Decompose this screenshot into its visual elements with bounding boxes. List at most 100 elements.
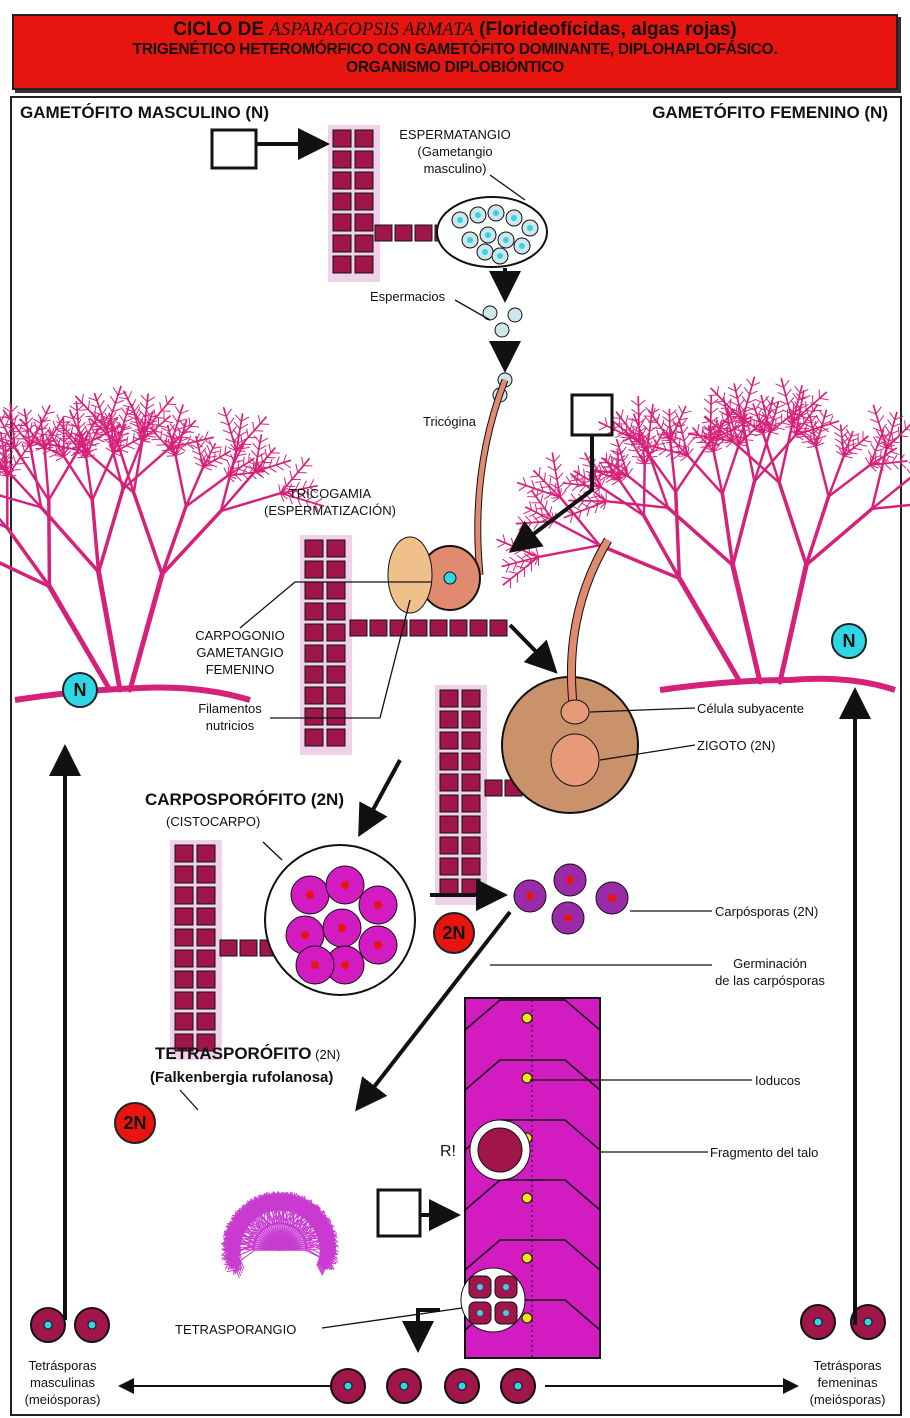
alga-pinnule [708, 394, 718, 397]
alga-pinnule [547, 466, 556, 472]
alga-pinnule [904, 420, 907, 430]
alga-pinnule [238, 431, 247, 437]
alga-pinnule [718, 410, 728, 416]
alga-pinnule [125, 436, 129, 446]
alga-pinnule [880, 457, 890, 462]
alga-pinnule [843, 452, 853, 457]
alga-pinnule [769, 428, 779, 433]
alga-branch [47, 445, 82, 502]
alga-pinnule [131, 429, 141, 435]
alga-pinnule [253, 435, 261, 443]
alga-pinnule [622, 453, 629, 462]
alga-branch [284, 1211, 298, 1227]
alga-pinnule [874, 461, 884, 466]
alga-pinnule [545, 509, 549, 519]
alga-pinnule [732, 437, 740, 446]
alga-pinnule [129, 422, 139, 427]
female-gametophyte-drawing [496, 376, 910, 693]
alga-pinnule [678, 437, 681, 447]
alga-branch [240, 1240, 257, 1245]
alga-pinnule [727, 386, 737, 392]
alga-branch [19, 418, 46, 450]
alga-pinnule [258, 445, 267, 451]
alga-pinnule [669, 428, 678, 435]
alga-branch [552, 519, 601, 547]
alga-pinnule [545, 491, 555, 494]
alga-branch [284, 1210, 288, 1227]
alga-branch [84, 456, 94, 502]
alga-pinnule [551, 496, 561, 499]
alga-pinnule [138, 417, 146, 425]
alga-pinnule [568, 478, 578, 483]
alga-pinnule [853, 447, 863, 451]
alga-pinnule [91, 425, 101, 428]
alga-pinnule [751, 382, 761, 387]
alga-pinnule [7, 426, 13, 435]
alga-pinnule [796, 435, 806, 438]
alga-pinnule [62, 447, 70, 455]
alga-branch [244, 1227, 264, 1233]
alga-branch [127, 571, 165, 693]
alga-pinnule [175, 451, 185, 457]
alga-pinnule [776, 404, 786, 409]
alga-pinnule [259, 437, 269, 443]
alga-branch [709, 409, 734, 442]
alga-pinnule [198, 441, 205, 449]
alga-pinnule [703, 398, 712, 405]
alga-pinnule [5, 424, 14, 431]
alga-pinnule [230, 454, 235, 463]
alga-pinnule [86, 442, 89, 452]
alga-pinnule [876, 463, 885, 472]
alga-pinnule [710, 439, 719, 445]
alga-pinnule [701, 428, 707, 438]
alga-branch [90, 498, 101, 574]
alga-pinnule [656, 429, 661, 439]
alga-pinnule [127, 415, 137, 420]
alga-pinnule [156, 444, 166, 446]
alga-branch [804, 507, 874, 567]
alga-pinnule [174, 405, 181, 414]
alga-pinnule [760, 419, 767, 428]
alga-pinnule [721, 413, 725, 423]
alga-pinnule [840, 443, 847, 452]
alga-pinnule [834, 438, 843, 445]
alga-pinnule [179, 437, 189, 442]
alga-branch [573, 470, 602, 488]
alga-branch [93, 392, 108, 430]
alga-branch [273, 1208, 282, 1226]
alga-pinnule [692, 427, 699, 436]
alga-pinnule [571, 484, 579, 492]
alga-branch [166, 424, 177, 457]
alga-pinnule [811, 420, 819, 429]
alga-pinnule [605, 477, 614, 483]
alga-pinnule [844, 433, 850, 442]
alga-pinnule [21, 433, 30, 440]
alga-branch [295, 1212, 300, 1232]
alga-pinnule [2, 438, 12, 442]
alga-pinnule [79, 409, 89, 411]
alga-pinnule [186, 443, 195, 450]
alga-pinnule [683, 433, 691, 442]
alga-pinnule [107, 433, 117, 438]
alga-branch [599, 485, 646, 517]
alga-pinnule [740, 405, 747, 414]
alga-pinnule [678, 454, 688, 457]
alga-pinnule [793, 416, 796, 426]
alga-pinnule [632, 436, 637, 445]
alga-pinnule [638, 426, 647, 434]
alga-pinnule [199, 447, 207, 456]
alga-branch [769, 401, 780, 433]
alga-branch [239, 1237, 259, 1240]
alga-pinnule [119, 448, 129, 454]
alga-pinnule [553, 454, 561, 463]
alga-pinnule [217, 412, 227, 417]
alga-pinnule [625, 415, 629, 425]
alga-pinnule [829, 415, 834, 425]
alga-branch [75, 401, 82, 448]
alga-branch [62, 418, 65, 458]
alga-pinnule [146, 403, 155, 410]
alga-pinnule [88, 397, 98, 402]
alga-branch [598, 421, 641, 443]
alga-pinnule [165, 435, 168, 445]
alga-pinnule [203, 449, 209, 458]
